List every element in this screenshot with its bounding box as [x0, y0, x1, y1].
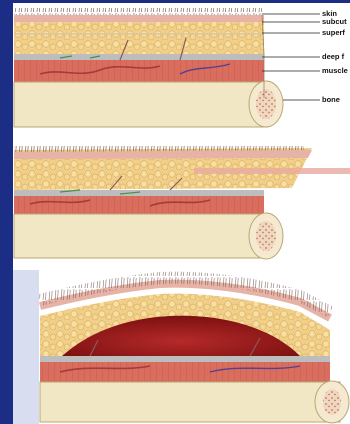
- skin-layer-1: [14, 15, 264, 22]
- shear-arrow: [194, 168, 350, 174]
- bone-shaft-3: [40, 382, 340, 422]
- panel-hematoma: [40, 278, 349, 423]
- side-strip: [13, 270, 39, 424]
- label-subcutaneous: subcut: [322, 17, 347, 26]
- label-bone: bone: [322, 95, 340, 104]
- frame-top: [0, 0, 350, 3]
- bone-shaft-1: [14, 82, 268, 127]
- deep-fascia-2: [14, 190, 264, 196]
- label-deep-fascia: deep f: [322, 52, 345, 61]
- label-superficial-fascia: superf: [322, 28, 345, 37]
- deep-fascia-3: [40, 356, 330, 362]
- fat-layer-1: [14, 22, 264, 54]
- frame-left: [0, 0, 13, 424]
- bone-marrow-3: [323, 389, 341, 415]
- panel-shear: [14, 146, 350, 259]
- bone-marrow-1: [256, 89, 276, 119]
- bone-marrow-2: [256, 221, 276, 251]
- panel-normal: [14, 8, 283, 127]
- deep-fascia-1: [14, 54, 264, 60]
- bone-shaft-2: [14, 214, 268, 258]
- label-muscle: muscle: [322, 66, 348, 75]
